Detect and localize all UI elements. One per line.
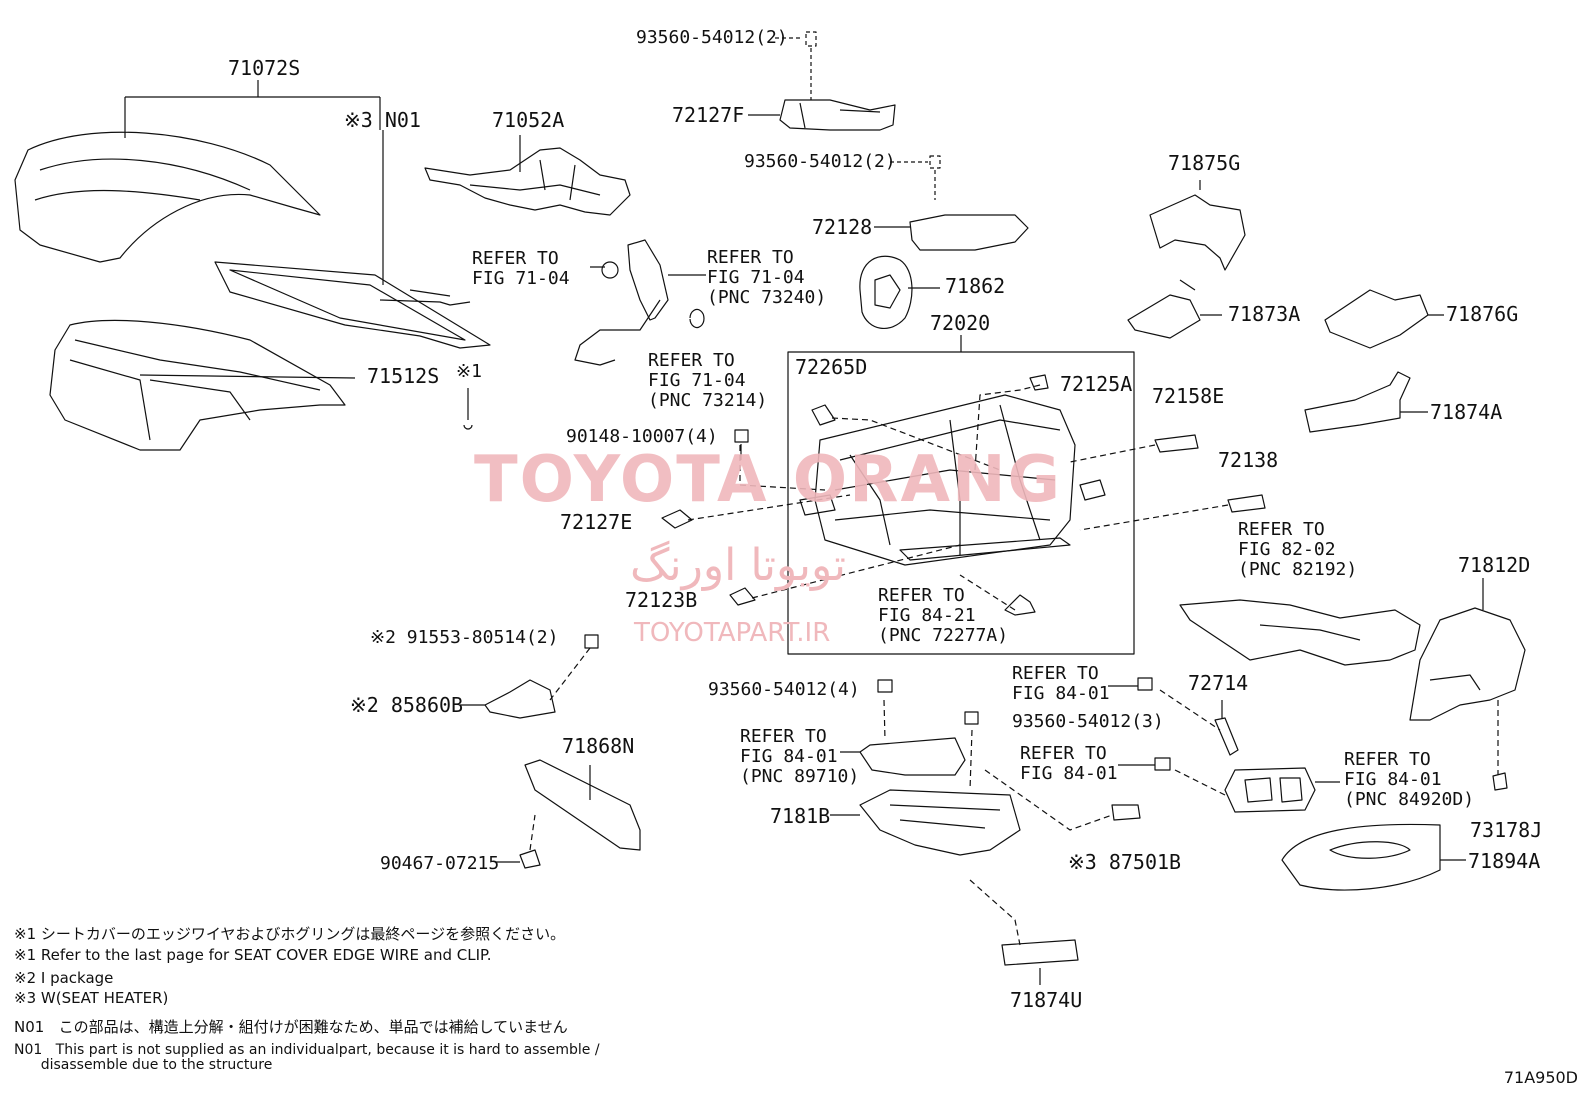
label-72125A: 72125A (1060, 372, 1133, 396)
bolt-91553 (584, 634, 599, 649)
link-72714 (1214, 700, 1239, 756)
bracket-71874A-part (1304, 371, 1428, 433)
seat-frame-71052A-part (424, 135, 631, 216)
part-72158E (1154, 434, 1199, 453)
bracket-7181B-part (830, 789, 1021, 856)
trim-71868N-part (524, 759, 641, 851)
bolt-90148 (734, 429, 749, 460)
clip-part (463, 388, 473, 430)
seat-side-frame-part (1179, 599, 1421, 666)
label-93560-d: 93560-54012(3) (1012, 711, 1164, 732)
watermark-url: TOYOTAPART.IR (634, 618, 831, 648)
cover-71894A-part (1281, 823, 1466, 891)
label-72020: 72020 (930, 311, 991, 335)
bracket-71873A-part (1127, 279, 1222, 339)
bolt-refer-a (1108, 677, 1153, 691)
seat-back-cover-part (14, 80, 381, 263)
part-72123B (729, 587, 756, 606)
watermark-brand: TOYOTA ORANG (474, 443, 1063, 517)
label-71812D: 71812D (1458, 553, 1531, 577)
note-1-en: ※1 Refer to the last page for SEAT COVER… (14, 946, 492, 964)
label-93560-b: 93560-54012(2) (744, 151, 896, 172)
label-72265D: 72265D (795, 355, 868, 379)
part-71862 (859, 255, 940, 330)
refer-84-01-a: REFER TO FIG 84-01 (1012, 663, 1110, 704)
bolt-93560-top-part (775, 31, 817, 100)
refer-84-21: REFER TO FIG 84-21 (PNC 72277A) (878, 585, 1009, 646)
label-72714: 72714 (1188, 671, 1249, 695)
wiring-harness-part (574, 239, 706, 366)
watermark-persian: تویوتا اورنگ (630, 540, 846, 591)
label-71894A: 71894A (1468, 849, 1541, 873)
refer-71-04-b: REFER TO FIG 71-04 (PNC 73240) (707, 247, 827, 308)
label-72127E: 72127E (560, 510, 633, 534)
bolt-refer-b (1118, 757, 1171, 771)
shield-71812D-part (1409, 578, 1526, 721)
bracket-71875G-part (1149, 180, 1246, 271)
part-87501B (1111, 804, 1141, 821)
note-1-jp: ※1 シートカバーのエッジワイヤおよびホグリングは最終ページを参照ください。 (14, 925, 566, 943)
part-72127E (661, 509, 693, 529)
seat-cushion-cover-part (49, 319, 356, 451)
label-93560-c: 93560-54012(4) (708, 679, 860, 700)
seat-track-assembly-part (799, 394, 1106, 566)
refer-82-02: REFER TO FIG 82-02 (PNC 82192) (1238, 519, 1358, 580)
label-90467: 90467-07215 (380, 853, 500, 874)
cover-72128-part (874, 214, 1029, 251)
ecu-89710-part (840, 737, 966, 776)
label-72128: 72128 (812, 215, 873, 239)
refer-71-04-a: REFER TO FIG 71-04 (472, 248, 570, 289)
label-x1: ※1 (456, 361, 482, 382)
refer-84-01-c: REFER TO FIG 84-01 (1020, 743, 1118, 784)
label-n01: ※3 N01 (344, 108, 421, 132)
label-87501B: ※3 87501B (1068, 850, 1182, 874)
label-90148: 90148-10007(4) (566, 426, 718, 447)
label-71874A: 71874A (1430, 400, 1503, 424)
label-71874U: 71874U (1010, 988, 1083, 1012)
label-7181B: 7181B (770, 804, 831, 828)
label-71072S: 71072S (228, 56, 301, 80)
label-71052A: 71052A (492, 108, 565, 132)
bolt-93560-lower-a (877, 679, 893, 693)
note-3: ※3 W(SEAT HEATER) (14, 989, 169, 1007)
label-71873A: 71873A (1228, 302, 1301, 326)
bracket-72265D (811, 404, 836, 426)
n01-note-en: N01 This part is not supplied as an indi… (14, 1042, 600, 1073)
label-73178J: 73178J (1470, 818, 1543, 842)
switch-84920D-part (1224, 767, 1340, 813)
figure-code: 71A950D (1503, 1068, 1578, 1087)
label-91553: ※2 91553-80514(2) (370, 627, 559, 648)
part-73178J (1492, 772, 1508, 791)
leader-lines (529, 384, 1499, 946)
n01-note-jp: N01 この部品は、構造上分解・組付けが困難なため、単品では補給していません (14, 1018, 568, 1036)
bracket-71876G-part (1324, 289, 1444, 349)
label-93560-a: 93560-54012(2) (636, 27, 788, 48)
bolt-93560-second-part (890, 155, 941, 200)
label-71862: 71862 (945, 274, 1006, 298)
clip-90467 (495, 849, 541, 869)
label-72158E: 72158E (1152, 384, 1225, 408)
part-85860B (460, 679, 556, 719)
part-72138 (1227, 494, 1266, 513)
label-71868N: 71868N (562, 734, 635, 758)
cover-72127F-part (748, 99, 896, 131)
seat-heater-mat-part (214, 130, 491, 349)
bolt-93560-lower-b (964, 711, 979, 725)
label-72127F: 72127F (672, 103, 745, 127)
part-71874U (1001, 939, 1079, 985)
label-71875G: 71875G (1168, 151, 1241, 175)
label-72123B: 72123B (625, 588, 698, 612)
label-71876G: 71876G (1446, 302, 1519, 326)
bracket-72277A (1004, 594, 1036, 616)
nut-72125A (1029, 374, 1049, 391)
refer-84-01-d: REFER TO FIG 84-01 (PNC 84920D) (1344, 749, 1475, 810)
refer-71-04-c: REFER TO FIG 71-04 (PNC 73214) (648, 350, 768, 411)
note-2: ※2 I package (14, 969, 114, 987)
label-72138: 72138 (1218, 448, 1279, 472)
label-71512S: 71512S (367, 364, 440, 388)
refer-84-01-b: REFER TO FIG 84-01 (PNC 89710) (740, 726, 860, 787)
label-85860B: ※2 85860B (350, 693, 464, 717)
